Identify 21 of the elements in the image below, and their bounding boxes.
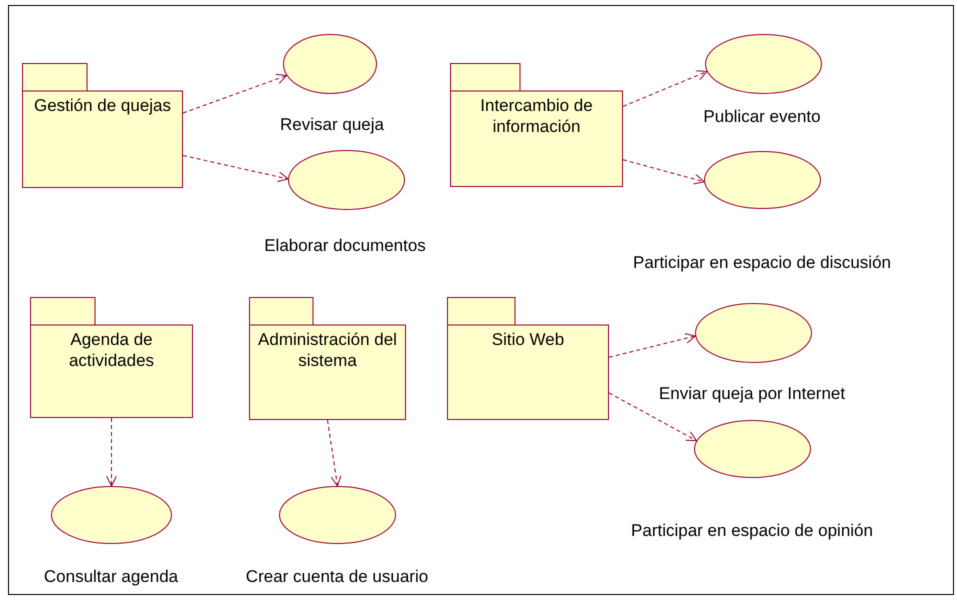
package-name: Administración del sistema [257, 329, 398, 371]
use-case-name: Participar en espacio de discusión [633, 252, 891, 273]
dependency-arrow [182, 74, 288, 114]
dependency-arrow [622, 70, 708, 107]
package-name: Agenda de actividades [68, 329, 156, 371]
package-name: Sitio Web [490, 329, 566, 350]
dependency-arrow [608, 333, 696, 358]
package-name: Gestión de quejas [32, 95, 172, 116]
dependency-arrow [622, 159, 705, 184]
dependency-arrow [182, 155, 289, 182]
use-case-name: Participar en espacio de opinión [631, 520, 873, 541]
package-name: Intercambio de información [479, 95, 594, 137]
use-case-name: Crear cuenta de usuario [246, 566, 428, 587]
use-case-name: Consultar agenda [44, 566, 178, 587]
dependency-arrow [106, 418, 117, 486]
use-case-name: Revisar queja [280, 114, 384, 135]
use-case-name: Enviar queja por Internet [658, 383, 846, 404]
dependency-arrow [608, 392, 697, 442]
use-case-name: Elaborar documentos [264, 235, 426, 256]
dependency-arrow [327, 420, 342, 486]
use-case-name: Publicar evento [703, 106, 821, 127]
